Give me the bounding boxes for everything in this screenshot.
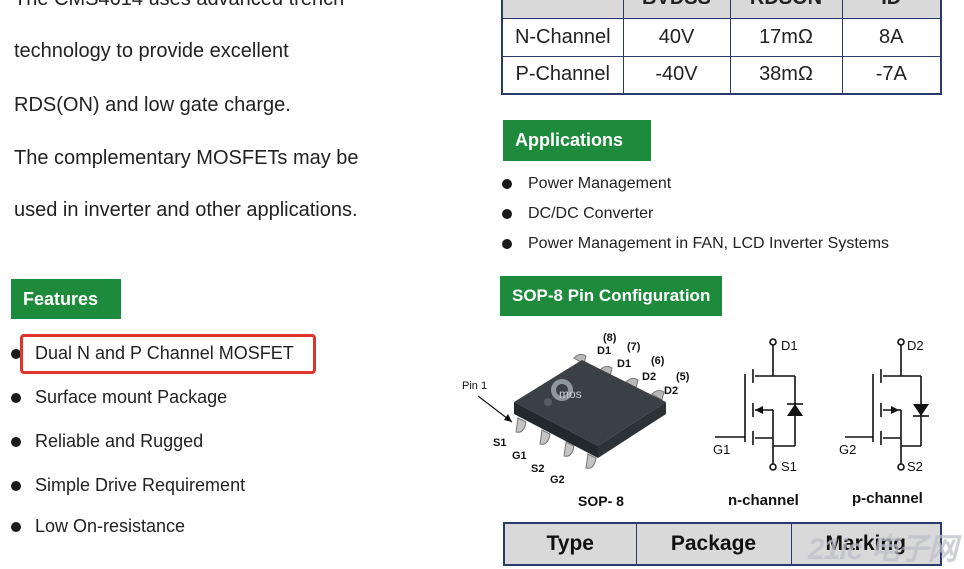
list-item: Dual N and P Channel MOSFET <box>11 343 294 364</box>
table-header-row: Type Package Marking <box>503 522 942 566</box>
n-gate-label: G1 <box>713 442 731 457</box>
table-cell: -40V <box>622 55 731 95</box>
application-label: Power Management in FAN, LCD Inverter Sy… <box>528 235 890 252</box>
type-table: Type Package Marking <box>503 522 942 566</box>
pin-name: G2 <box>550 474 565 486</box>
table-row: P-Channel -40V 38mΩ -7A <box>501 55 942 95</box>
pin-name: D1 <box>617 358 632 370</box>
pin-number: (7) <box>627 341 641 353</box>
p-source-label: S2 <box>907 459 923 474</box>
table-header <box>501 0 624 19</box>
watermark: 21ic 电子网 <box>808 533 958 566</box>
pin-number: (8) <box>603 332 617 344</box>
table-cell: P-Channel <box>501 55 624 95</box>
feature-label: Reliable and Rugged <box>35 431 204 451</box>
list-item: Surface mount Package <box>11 387 227 408</box>
table-cell: 38mΩ <box>729 55 843 95</box>
description-line: The complementary MOSFETs may be <box>14 147 359 169</box>
bullet-icon <box>11 348 21 359</box>
bullet-icon <box>502 239 512 249</box>
bullet-icon <box>11 521 21 532</box>
table-cell: N-Channel <box>501 17 624 57</box>
feature-label: Simple Drive Requirement <box>35 475 246 495</box>
pin-config-header: SOP-8 Pin Configuration <box>500 276 722 316</box>
feature-label: Surface mount Package <box>35 387 228 407</box>
feature-label: Dual N and P Channel MOSFET <box>35 343 294 363</box>
bullet-icon <box>11 436 21 447</box>
description-line: RDS(ON) and low gate charge. <box>14 94 291 116</box>
chip-logo: mos <box>559 387 582 401</box>
p-channel-mosfet-icon <box>845 338 929 471</box>
pin-name: S2 <box>531 463 545 475</box>
applications-header: Applications <box>503 120 651 161</box>
features-header: Features <box>11 279 121 319</box>
bullet-icon <box>11 480 21 491</box>
table-header: Package <box>635 522 792 566</box>
application-label: DC/DC Converter <box>528 205 654 222</box>
table-cell: -7A <box>841 55 942 95</box>
description-line: technology to provide excellent <box>14 40 289 62</box>
spec-table: BVDSS RDSON ID N-Channel 40V 17mΩ 8A P-C… <box>501 0 942 95</box>
table-row: N-Channel 40V 17mΩ 8A <box>501 17 942 57</box>
table-cell: 17mΩ <box>729 17 843 57</box>
description-line: used in inverter and other applications. <box>14 199 358 221</box>
list-item: DC/DC Converter <box>502 205 653 223</box>
p-channel-caption: p-channel <box>852 490 923 507</box>
n-channel-caption: n-channel <box>728 492 799 509</box>
table-cell: 8A <box>841 17 942 57</box>
list-item: Reliable and Rugged <box>11 431 203 452</box>
bullet-icon <box>502 179 512 189</box>
list-item: Power Management in FAN, LCD Inverter Sy… <box>502 235 889 253</box>
list-item: Low On-resistance <box>11 516 185 537</box>
n-source-label: S1 <box>781 459 797 474</box>
pin-name: S1 <box>493 437 507 449</box>
pin1-label: Pin 1 <box>462 380 488 392</box>
pin-number: (6) <box>651 355 665 367</box>
package-caption: SOP- 8 <box>578 493 624 509</box>
bullet-icon <box>502 209 512 219</box>
table-header: ID <box>841 0 942 19</box>
application-label: Power Management <box>528 175 672 192</box>
table-cell: 40V <box>622 17 731 57</box>
sop8-chip-icon <box>477 353 666 469</box>
n-drain-label: D1 <box>781 338 798 353</box>
feature-label: Low On-resistance <box>35 516 186 536</box>
pin-name: G1 <box>512 450 527 462</box>
highlight-box <box>20 334 316 374</box>
pin-name: D1 <box>597 345 612 357</box>
p-drain-label: D2 <box>907 338 924 353</box>
pin-name: D2 <box>642 371 657 383</box>
p-gate-label: G2 <box>839 442 857 457</box>
table-header-row: BVDSS RDSON ID <box>501 0 942 19</box>
table-header: Type <box>503 522 637 566</box>
pin-number: (5) <box>676 371 690 383</box>
table-header: RDSON <box>729 0 843 19</box>
n-channel-mosfet-icon <box>715 338 803 471</box>
bullet-icon <box>11 392 21 403</box>
pin-name: D2 <box>664 385 679 397</box>
table-header: Marking <box>790 522 942 566</box>
table-header: BVDSS <box>622 0 731 19</box>
description-line: The CMS4614 uses advanced trench <box>14 0 344 11</box>
list-item: Simple Drive Requirement <box>11 475 245 496</box>
list-item: Power Management <box>502 175 671 193</box>
